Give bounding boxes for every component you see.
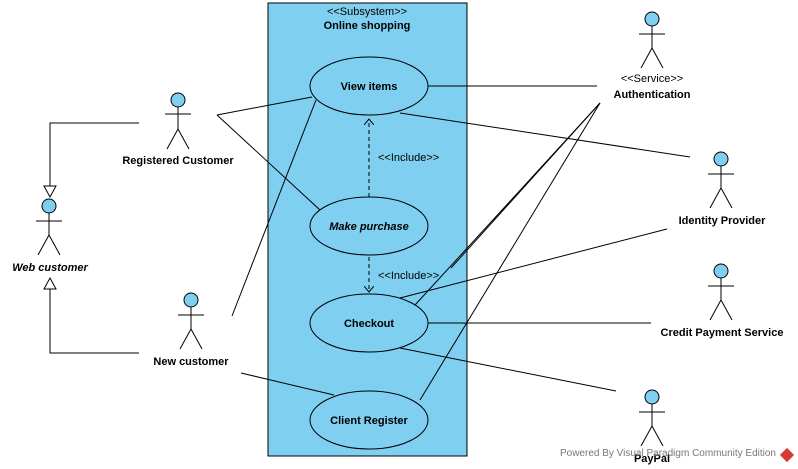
stick-figure-icon <box>639 11 665 69</box>
generalizations <box>43 122 139 354</box>
generalization-registered-web <box>49 122 139 186</box>
actor-stereotype: <<Service>> <box>621 73 683 85</box>
use-case-label: Checkout <box>344 318 394 330</box>
assoc-view-identity <box>399 112 691 158</box>
actor-registered-customer[interactable]: Registered Customer <box>122 92 234 167</box>
assoc-new-view <box>231 99 317 317</box>
actor-credit-payment-service[interactable]: Credit Payment Service <box>661 263 784 339</box>
use-case-label: Client Register <box>330 415 408 427</box>
use-case-client-register[interactable]: Client Register <box>309 390 429 450</box>
actor-paypal[interactable]: PayPal <box>634 389 670 465</box>
use-case-checkout[interactable]: Checkout <box>309 293 429 353</box>
use-case-label: Make purchase <box>329 221 408 233</box>
system-stereotype: <<Subsystem>> <box>327 6 407 18</box>
actor-label: New customer <box>153 356 229 368</box>
generalization-new-web <box>49 289 139 354</box>
stick-figure-icon <box>165 92 191 150</box>
assoc-new-register <box>240 372 335 396</box>
actor-authentication[interactable]: <<Service>> Authentication <box>614 11 691 101</box>
generalization-arrow-top <box>43 185 57 199</box>
actor-label: Registered Customer <box>122 155 234 167</box>
associations <box>216 85 691 401</box>
actor-web-customer[interactable]: Web customer <box>12 198 89 274</box>
include-label-1: <<Include>> <box>378 152 439 164</box>
actor-label: PayPal <box>634 453 670 465</box>
assoc-registered-purchase <box>216 114 321 211</box>
generalization-arrow-bottom <box>43 276 57 290</box>
assoc-auth-extra <box>450 102 601 269</box>
actor-label: Identity Provider <box>679 215 767 227</box>
include-label-2: <<Include>> <box>378 270 439 282</box>
footer-credit: Powered By Visual Paradigm Community Edi… <box>559 448 776 459</box>
use-case-label: View items <box>341 81 398 93</box>
use-case-make-purchase[interactable]: Make purchase <box>309 196 429 256</box>
assoc-checkout-paypal <box>399 347 617 392</box>
assoc-register-auth <box>419 102 601 401</box>
actor-label: Web customer <box>12 262 88 274</box>
stick-figure-icon <box>708 263 734 321</box>
actor-label: Authentication <box>614 89 691 101</box>
use-case-view-items[interactable]: View items <box>309 56 429 116</box>
actor-label: Credit Payment Service <box>661 327 784 339</box>
assoc-registered-view <box>216 96 313 116</box>
actor-identity-provider[interactable]: Identity Provider <box>679 151 767 227</box>
stick-figure-icon <box>36 198 62 256</box>
stick-figure-icon <box>639 389 665 447</box>
system-name: Online shopping <box>324 20 411 32</box>
stick-figure-icon <box>178 292 204 350</box>
actor-new-customer[interactable]: New customer <box>153 292 229 368</box>
stick-figure-icon <box>708 151 734 209</box>
assoc-checkout-identity <box>399 228 668 299</box>
